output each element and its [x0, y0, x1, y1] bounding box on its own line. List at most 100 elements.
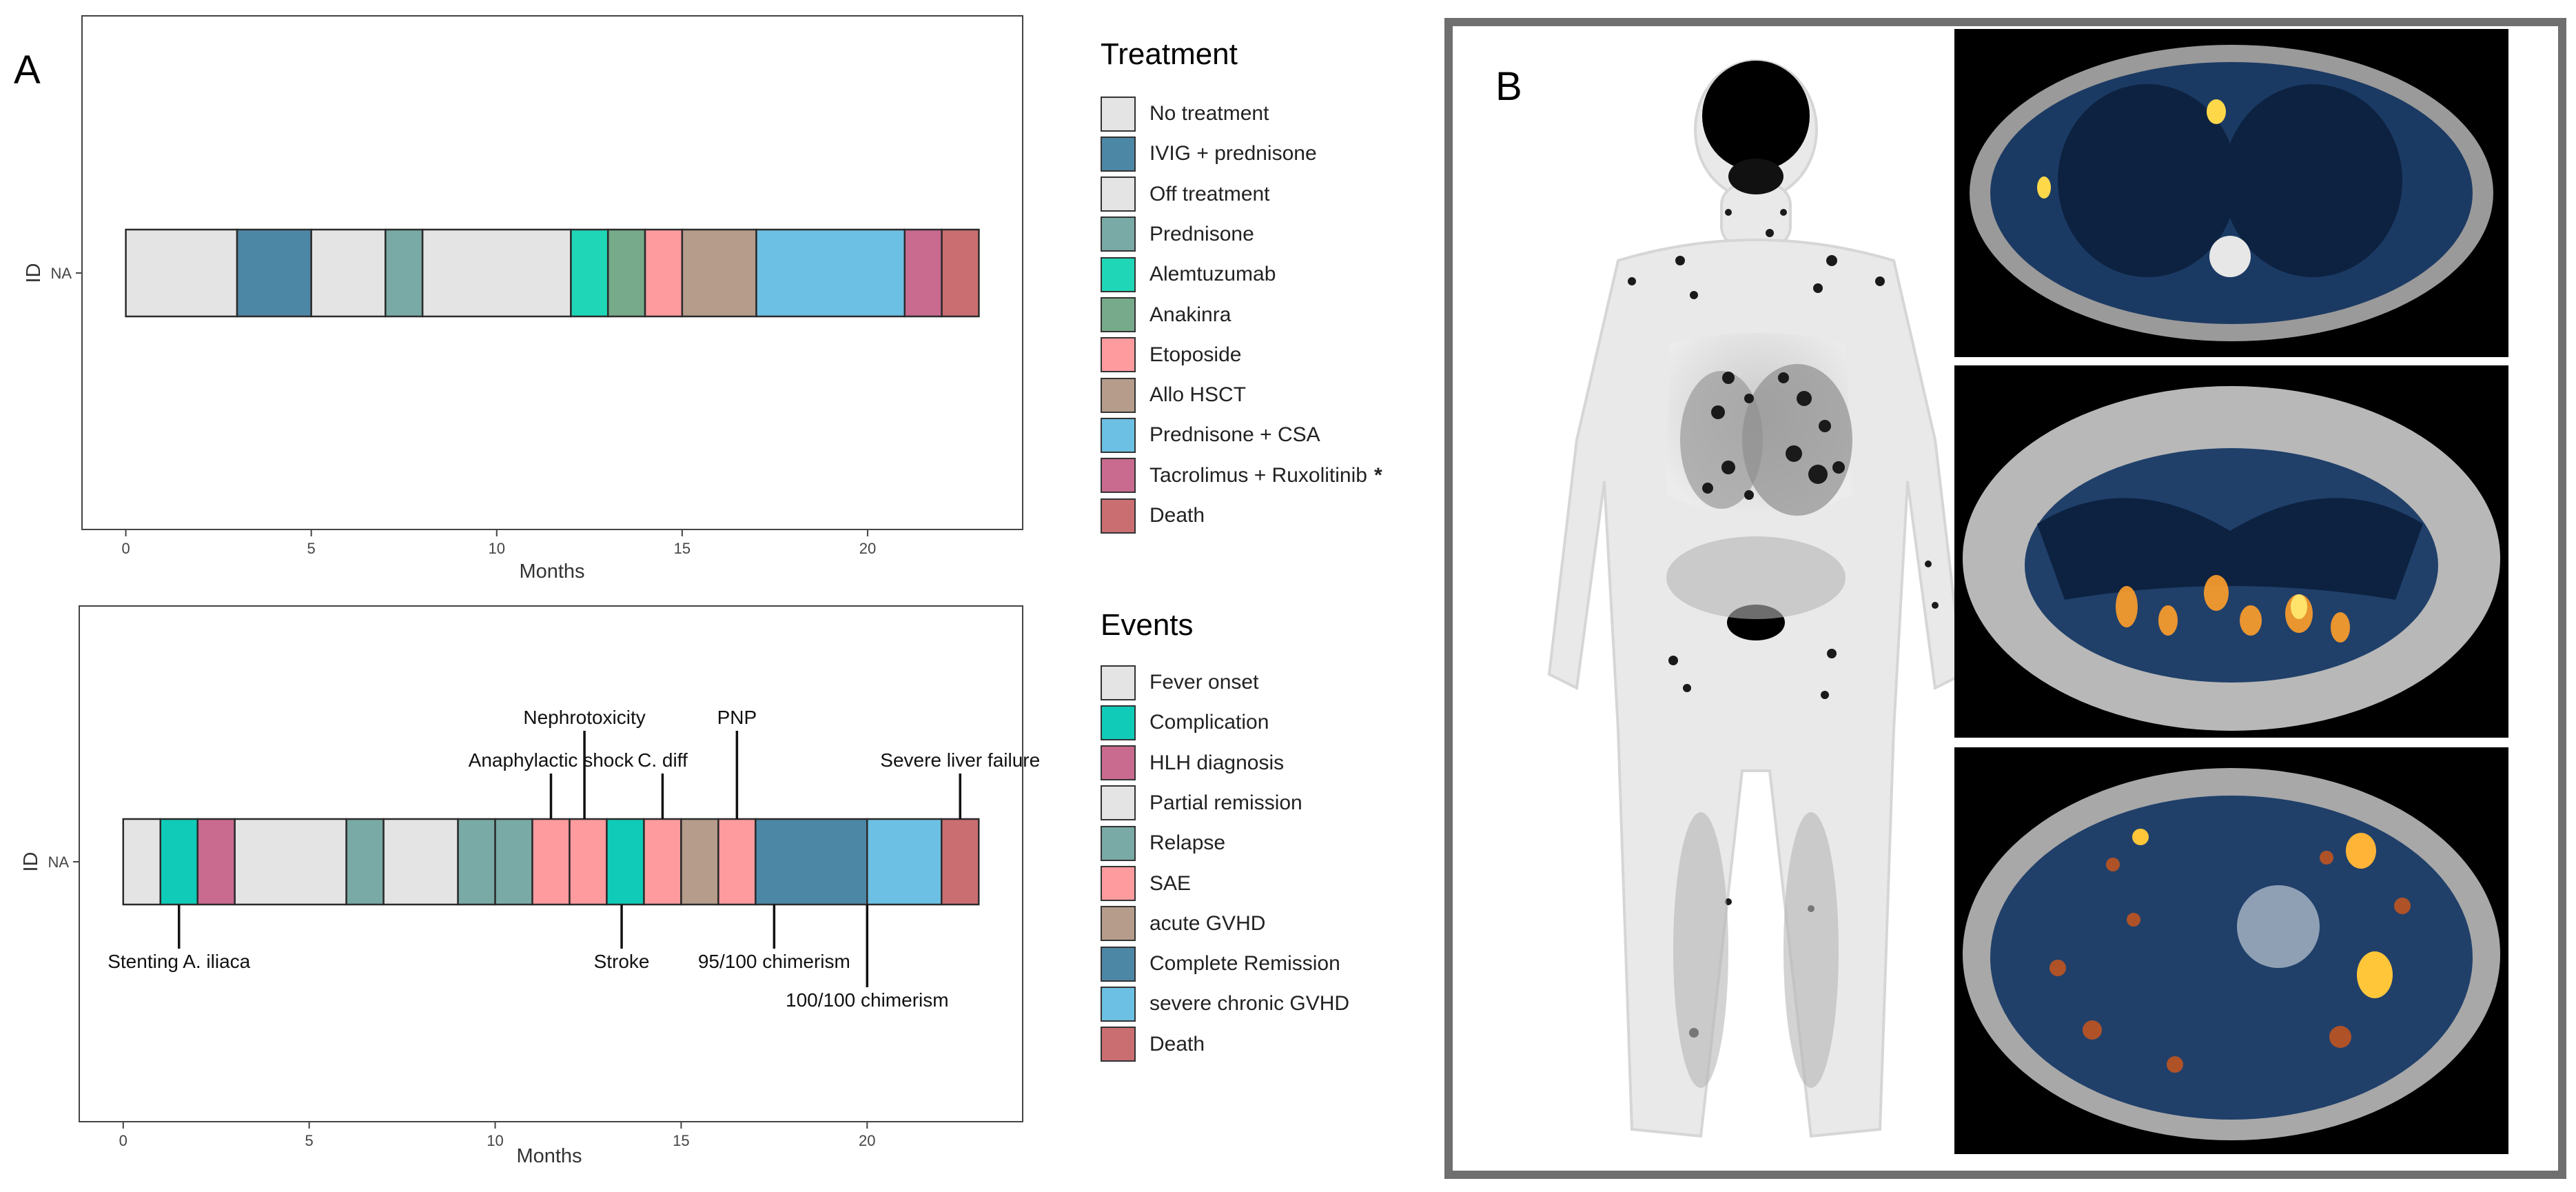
events-segment-17 [941, 818, 980, 906]
events-annotation-label-2: Anaphylactic shock [469, 749, 635, 771]
events-legend-swatch [1101, 825, 1136, 861]
events-legend-label: Death [1149, 1032, 1205, 1055]
treatment-legend-item-6: Anakinra [1101, 296, 1231, 334]
events-legend-label: severe chronic GVHD [1149, 992, 1350, 1016]
treatment-legend-item-3: Off treatment [1101, 175, 1270, 214]
treatment-legend-item-8: Allo HSCT [1101, 376, 1246, 414]
events-legend-label: Relapse [1149, 831, 1226, 855]
treatment-segment-12 [941, 228, 980, 318]
events-legend-swatch [1101, 745, 1136, 781]
events-annotation-label-5: PNP [717, 707, 757, 728]
whole-body-pet-mip-image [1547, 59, 1965, 1138]
events-legend-item-8: Complete Remission [1101, 944, 1340, 983]
events-segment-16 [866, 818, 943, 906]
treatment-legend-swatch [1101, 297, 1136, 332]
events-x-tick-label-5: 20 [859, 1132, 875, 1149]
imaging-panel: B [1444, 18, 2566, 1179]
events-legend-swatch [1101, 946, 1136, 982]
events-legend-item-2: Complication [1101, 703, 1269, 742]
pelvic-mri-pet-fusion-image [1954, 365, 2508, 738]
treatment-segment-10 [755, 228, 906, 318]
treatment-segment-8 [644, 228, 684, 318]
events-segment-3 [196, 818, 236, 906]
events-segment-2 [159, 818, 198, 906]
treatment-x-tick-label-1: 0 [121, 540, 130, 557]
events-annotation-label-9: 100/100 chimerism [786, 989, 949, 1011]
treatment-x-tick-label-2: 5 [307, 540, 316, 557]
treatment-legend-swatch [1101, 256, 1136, 292]
treatment-segment-1 [125, 228, 238, 318]
treatment-legend-item-10: Tacrolimus + Ruxolitinib* [1101, 456, 1382, 495]
events-legend-item-3: HLH diagnosis [1101, 744, 1284, 782]
panel-b-label: B [1495, 64, 1522, 109]
events-legend-swatch [1101, 665, 1136, 700]
events-annotation-label-4: C. diff [637, 749, 688, 771]
events-x-tick-label-4: 15 [673, 1132, 689, 1149]
treatment-legend-swatch [1101, 498, 1136, 534]
events-timeline-chart: ID NA Stenting A. iliaca Anaphylactic sho… [20, 707, 1040, 1167]
events-legend-label: Complete Remission [1149, 952, 1340, 976]
treatment-segment-7 [606, 228, 646, 318]
treatment-legend-marker: * [1373, 463, 1382, 487]
treatment-legend-label: Off treatment [1149, 182, 1270, 205]
events-legend-swatch [1101, 705, 1136, 740]
treatment-legend-label: Tacrolimus + Ruxolitinib [1149, 463, 1367, 487]
treatment-x-tick-label-4: 15 [674, 540, 691, 557]
treatment-legend-label: Allo HSCT [1149, 383, 1247, 407]
events-annotation-label-1: Stenting A. iliaca [108, 951, 250, 972]
abdominal-mri-pet-fusion-image [1954, 747, 2508, 1154]
events-segment-13 [680, 818, 719, 906]
events-segment-5 [345, 818, 385, 906]
events-x-tick-label-3: 10 [487, 1132, 503, 1149]
treatment-legend-label: Anakinra [1149, 303, 1231, 326]
treatment-legend-label: Death [1149, 504, 1205, 527]
treatment-segment-4 [385, 228, 424, 318]
treatment-legend-item-5: Alemtuzumab [1101, 255, 1276, 294]
events-segment-1 [122, 818, 161, 906]
panel-a-label: A [14, 48, 41, 92]
events-y-axis-title: ID [20, 852, 42, 872]
treatment-segment-6 [570, 228, 609, 318]
events-legend-label: Partial remission [1149, 791, 1302, 814]
treatment-legend-label: Prednisone + CSA [1149, 423, 1320, 447]
events-y-tick-label: NA [48, 853, 69, 871]
treatment-legend-label: Prednisone [1149, 222, 1254, 245]
treatment-x-axis-title: Months [519, 560, 584, 583]
events-annotation-label-8: 95/100 chimerism [698, 951, 850, 972]
treatment-segment-9 [681, 228, 757, 318]
events-legend-swatch [1101, 1027, 1136, 1062]
events-legend-label: Fever onset [1149, 671, 1259, 694]
treatment-legend-item-7: Etoposide [1101, 336, 1241, 374]
treatment-legend-item-1: No treatment [1101, 94, 1269, 133]
treatment-legend-item-11: Death [1101, 496, 1205, 535]
events-legend-label: HLH diagnosis [1149, 751, 1285, 774]
treatment-legend-swatch [1101, 96, 1136, 132]
events-annotation-label-3: Nephrotoxicity [523, 707, 645, 728]
events-legend-item-10: Death [1101, 1025, 1205, 1064]
events-x-tick-label-1: 0 [119, 1132, 127, 1149]
events-segment-6 [382, 818, 459, 906]
events-segment-7 [457, 818, 496, 906]
events-x-axis-title: Months [516, 1145, 582, 1167]
events-segment-8 [494, 818, 533, 906]
treatment-legend-swatch [1101, 337, 1136, 373]
events-x-tick-label-2: 5 [305, 1132, 314, 1149]
events-legend-item-9: severe chronic GVHD [1101, 984, 1349, 1023]
events-segment-15 [755, 818, 868, 906]
events-legend-item-7: acute GVHD [1101, 905, 1265, 943]
treatment-legend-item-9: Prednisone + CSA [1101, 416, 1320, 454]
events-annotation-label-6: Severe liver failure [880, 749, 1040, 771]
events-segment-14 [717, 818, 757, 906]
treatment-legend-swatch [1101, 136, 1136, 172]
treatment-x-tick-label-5: 20 [859, 540, 876, 557]
events-segment-10 [569, 818, 608, 906]
events-legend-item-6: SAE [1101, 865, 1191, 903]
treatment-legend-label: Etoposide [1149, 343, 1242, 366]
treatment-segment-3 [310, 228, 387, 318]
events-segment-9 [531, 818, 571, 906]
treatment-legend-swatch [1101, 377, 1136, 413]
events-segment-12 [643, 818, 682, 906]
treatment-segment-2 [236, 228, 312, 318]
